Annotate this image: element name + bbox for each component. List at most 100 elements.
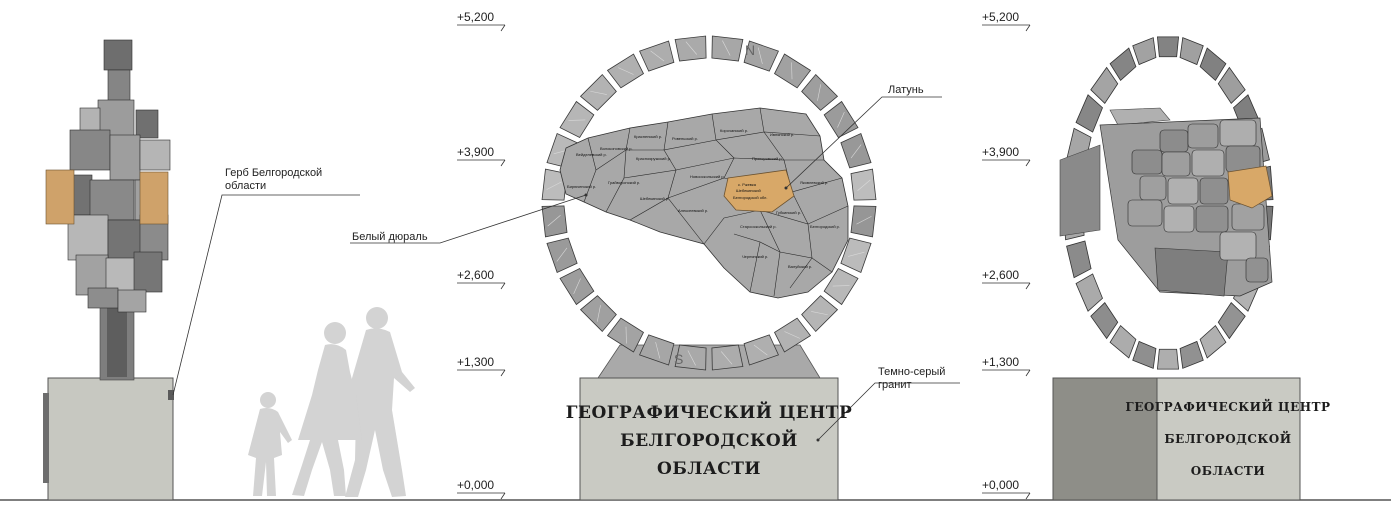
ring-segment [840,133,872,169]
side-block [139,139,171,171]
ring-segment [559,100,595,139]
callout-granite-line1: Темно-серый [878,366,945,378]
level-mark: +0,000 [982,478,1019,492]
level-mark: +2,600 [457,268,494,282]
map-district-label: Красненский р. [634,134,662,139]
side-block [87,287,119,309]
ring-segment [711,344,744,371]
level-mark: +1,300 [982,355,1019,369]
center-label-2: Шебекинский [736,188,761,193]
map-district-label: Бирюченский р. [567,184,596,189]
side-block [69,129,111,171]
map-district-label: Грайворонский р. [608,180,640,185]
ring-segment [639,334,675,366]
ring-segment [850,205,877,238]
perspective-district [1199,177,1229,205]
map-district-label: Прохоровский р. [752,156,783,161]
ring-segment [541,205,568,238]
ring-segment [1132,37,1157,66]
ring-segment [1199,325,1227,359]
ring-segment [579,295,617,333]
figure-girl [248,392,292,496]
ring-segment [606,317,645,353]
perspective-district [1139,175,1167,201]
callout-coat-of-arms-line2: области [225,180,266,192]
perspective-district [1245,257,1269,283]
scale-figures [248,307,415,497]
ring-segment [1179,37,1204,66]
persp-plinth-line-2: БЕЛГОРОДСКОЙ [1164,430,1291,446]
compass-letter-n: N [745,42,755,58]
ring-segment [850,168,877,201]
level-mark: +3,900 [457,145,494,159]
ring-segment [1132,340,1157,369]
ring-segment [674,344,707,371]
ring-segment [711,35,744,62]
brass-side-right [139,171,169,225]
brass-center-perspective [1227,165,1273,209]
ring-segment [1199,47,1227,81]
level-mark: +5,200 [982,10,1019,24]
plinth-line-1: ГЕОГРАФИЧЕСКИЙ ЦЕНТР [566,401,852,423]
callout-white-duralumin: Белый дюраль [350,193,588,244]
center-label-1: с. Ржевка [738,182,757,187]
perspective-plinth-side [1052,377,1158,501]
side-block [109,134,141,181]
ring-segment [823,267,859,306]
perspective-view: ГЕОГРАФИЧЕСКИЙ ЦЕНТР БЕЛГОРОДСКОЙ ОБЛАСТ… [1052,36,1330,501]
level-mark: +5,200 [457,10,494,24]
map-district-label: Чернянский р. [742,254,768,259]
ring-segment [1066,240,1092,279]
callout-coat-of-arms: Герб Белгородской области [172,167,360,396]
callout-coat-of-arms-line1: Герб Белгородской [225,167,322,179]
ring-segment [1217,66,1246,104]
ring-segment [1075,273,1103,312]
side-block [117,289,147,313]
ring-segment [1090,66,1119,104]
map-district-label: Белгородский р. [810,224,840,229]
side-elevation-left [43,39,174,501]
ring-segment [1109,47,1137,81]
callout-brass-text: Латунь [888,84,924,96]
perspective-district [1195,205,1229,233]
compass-ring [541,35,877,371]
perspective-district [1161,151,1191,177]
callout-brass: Латунь [784,84,942,190]
callout-granite: Темно-серый гранит [816,366,960,442]
perspective-districts [1127,119,1269,283]
map-district-label: Шебекинский р. [640,196,669,201]
map-district-labels: Бирюченский р. Вейделевский р.Волоконовск… [567,128,840,269]
ring-segment [1217,302,1246,340]
side-plinth-edge [43,393,49,483]
ring-segment [1109,325,1137,359]
ring-segment [840,237,872,273]
ring-segment [639,40,675,72]
ring-segment [1156,348,1180,370]
level-marks-center: +5,200+3,900+2,600+1,300+0,000 [457,10,506,500]
perspective-district [1131,149,1163,175]
level-marks-right: +5,200+3,900+2,600+1,300+0,000 [982,10,1031,500]
map-district-label: Корочанский р. [720,128,748,133]
map-district-label: Алексеевский р. [678,208,708,213]
plinth-line-2: БЕЛГОРОДСКОЙ [620,429,798,451]
level-mark: +3,900 [982,145,1019,159]
map-district-label: Яковлевский р. [800,180,828,185]
center-label-3: Белгородской обл. [733,195,768,200]
map-district-label: Ивнянский р. [770,132,794,137]
perspective-district [1231,203,1265,231]
perspective-district [1187,123,1219,149]
map-district-label: Новооскольский р. [690,174,725,179]
side-block [133,251,163,293]
figure-woman [292,322,362,496]
compass-letter-s: S [674,351,683,367]
side-block [89,179,135,221]
ring-segment [1090,302,1119,340]
side-block [135,109,159,139]
map-district-label: Вейделевский р. [576,152,607,157]
ring-segment [1179,340,1204,369]
ring-segment [546,237,578,273]
ring-segment [1156,36,1180,58]
map-district-label: Волоконовский р. [600,146,633,151]
perspective-district [1167,177,1199,205]
